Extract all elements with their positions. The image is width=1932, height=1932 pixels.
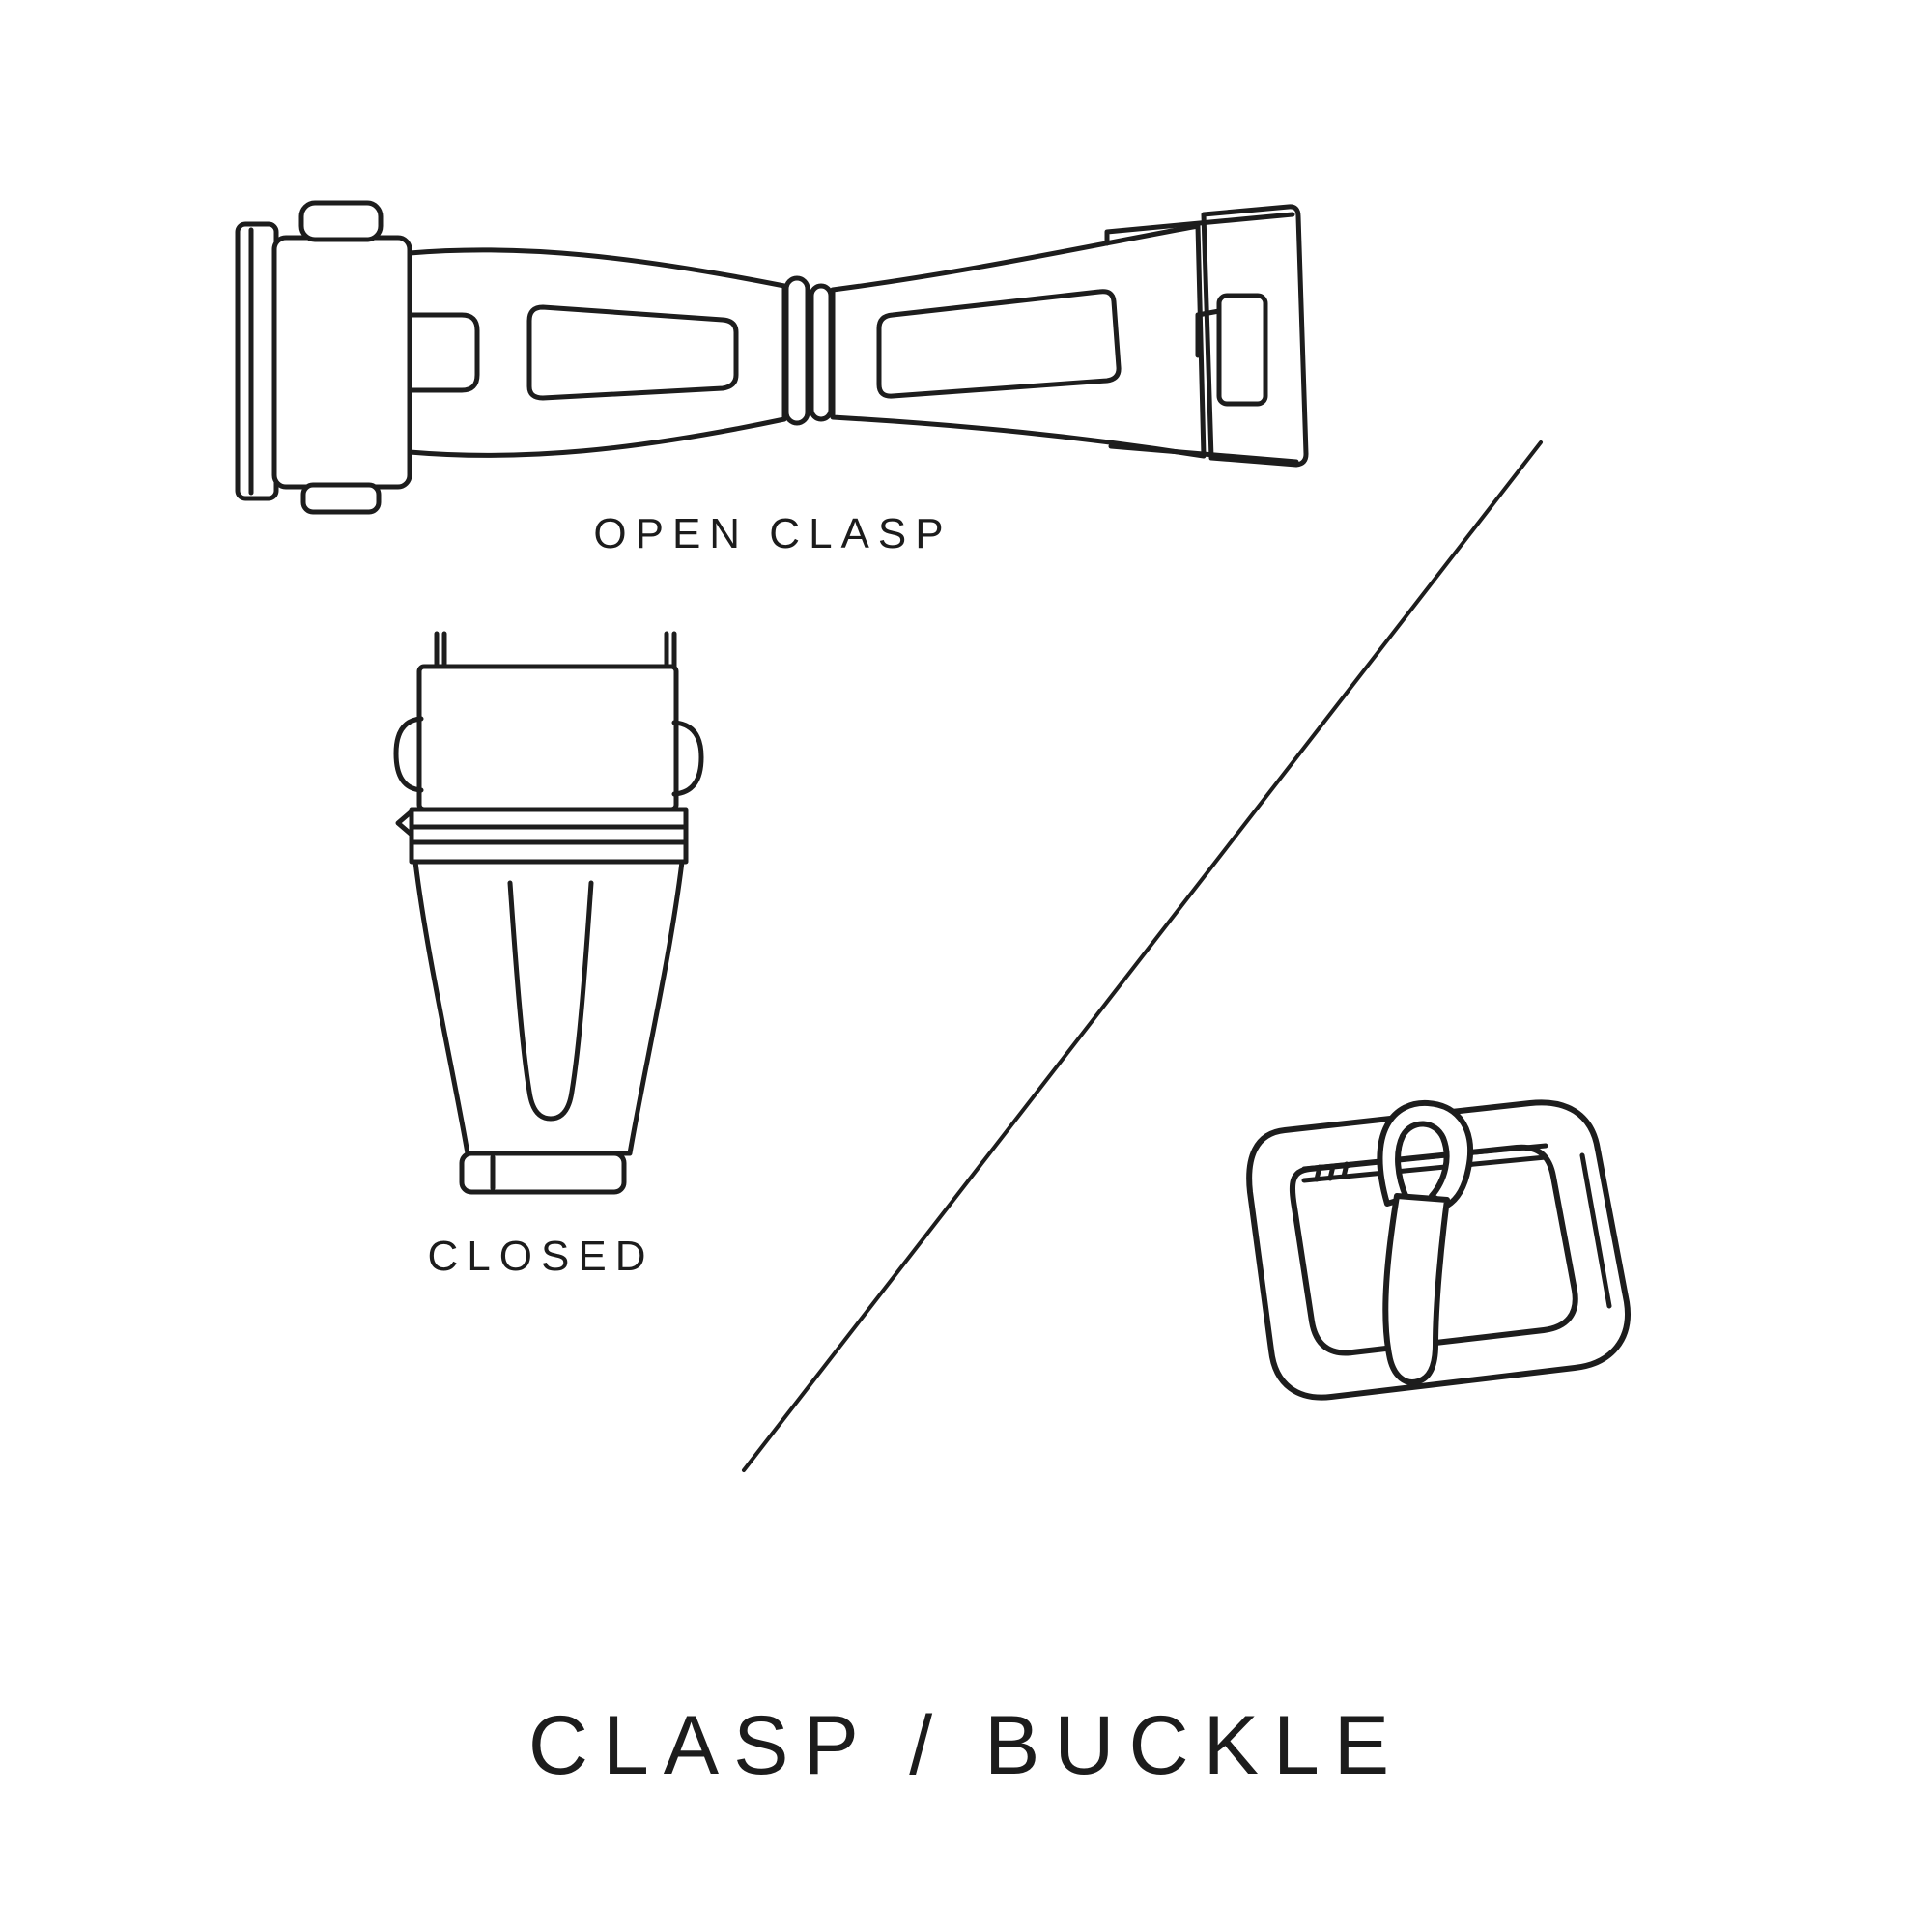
page-title: CLASP / BUCKLE: [527, 1699, 1405, 1792]
closed-clasp-icon: [396, 634, 701, 1192]
open-clasp-icon: [238, 203, 1306, 512]
tang-buckle-icon: [1249, 1102, 1628, 1397]
closed-clasp-label: CLOSED: [427, 1233, 655, 1280]
diagonal-divider-line-icon: [744, 442, 1541, 1470]
open-clasp-label: OPEN CLASP: [593, 510, 952, 557]
